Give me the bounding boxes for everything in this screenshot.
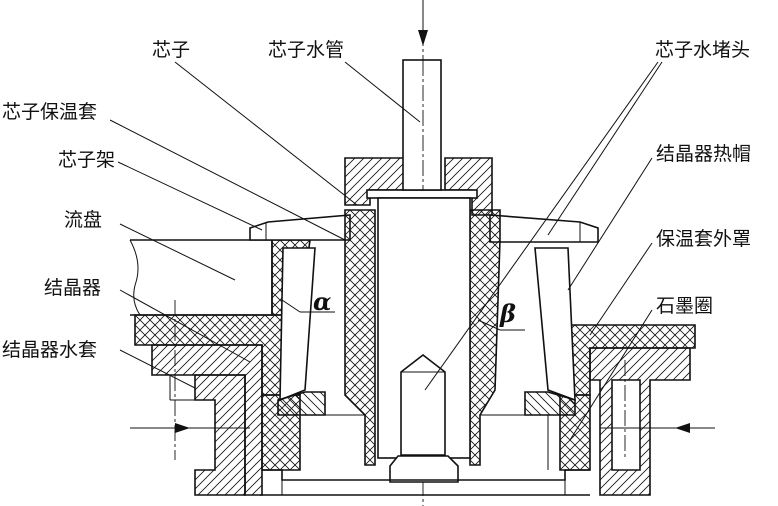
core-water-pipe — [402, 59, 442, 191]
label-core: 芯子 — [152, 39, 190, 61]
label-crystallizer-hot-top: 结晶器热帽 — [656, 143, 751, 165]
label-insulation-outer-cover: 保温套外罩 — [656, 228, 751, 250]
graphite-ring — [277, 247, 576, 416]
label-core-insulation-sleeve: 芯子保温套 — [2, 101, 97, 123]
label-core-water-plug: 芯子水堵头 — [655, 39, 750, 61]
label-beta: β — [499, 299, 516, 328]
crystallizer-water-jacket — [151, 344, 691, 496]
core-insulation-sleeve — [344, 209, 501, 466]
core-water-plug-flange — [366, 189, 478, 199]
base — [260, 414, 590, 496]
label-alpha: α — [313, 287, 331, 316]
label-core-holder: 芯子架 — [58, 149, 115, 171]
label-graphite-ring: 石墨圈 — [656, 295, 713, 317]
leader-lines — [109, 61, 663, 441]
flow-plate — [129, 239, 273, 316]
labels: 芯子 芯子水管 芯子保温套 芯子架 流盘 结晶器 结晶器水套 芯子水堵头 结晶器… — [2, 39, 751, 361]
label-flow-plate: 流盘 — [64, 209, 102, 231]
label-crystallizer: 结晶器 — [44, 277, 101, 299]
angle-marks — [281, 299, 525, 331]
water-inlet-arrows — [130, 300, 715, 460]
inflow-arrow — [418, 0, 428, 46]
label-crystallizer-water-jacket: 结晶器水套 — [2, 339, 97, 361]
label-core-water-pipe: 芯子水管 — [268, 39, 344, 61]
